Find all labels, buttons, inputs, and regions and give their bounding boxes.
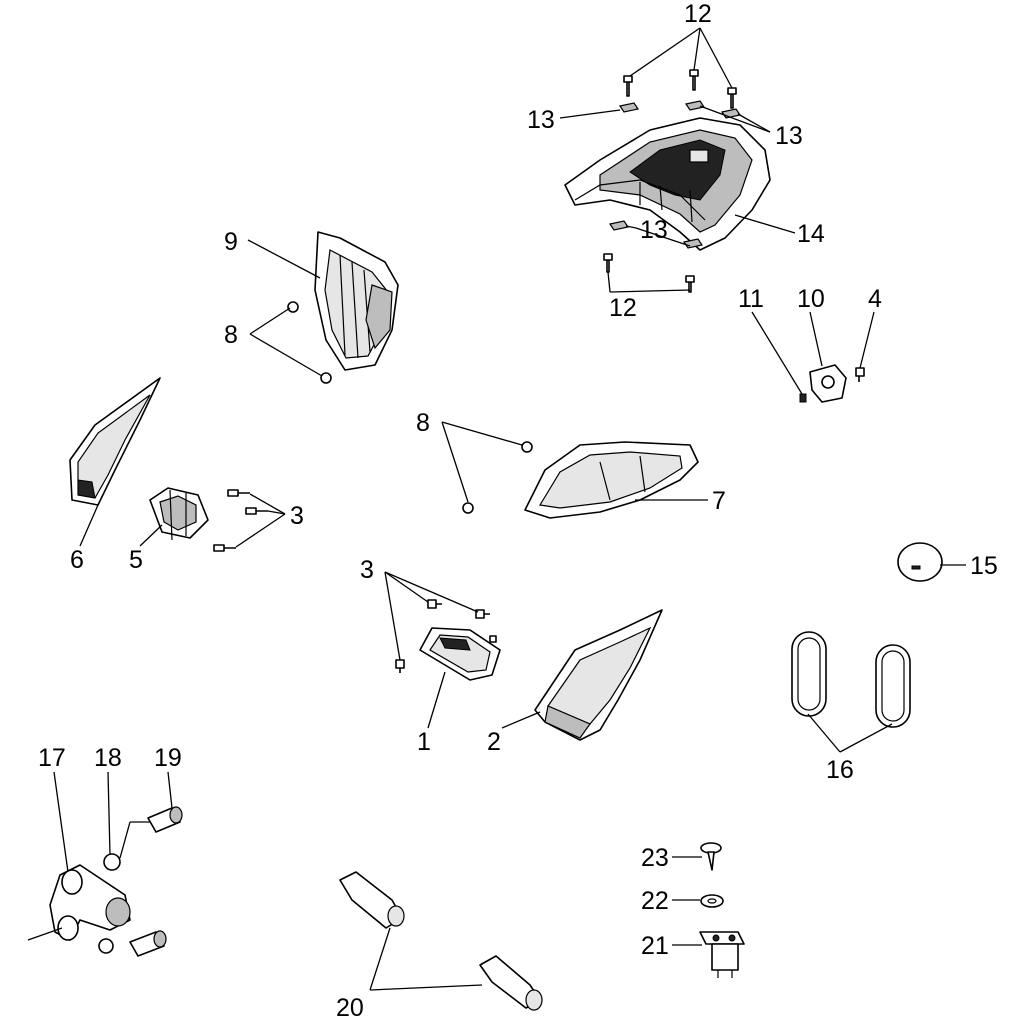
part-2-side-lens bbox=[534, 609, 663, 741]
callout-3-center: 3 bbox=[360, 556, 374, 584]
callout-8-headlight: 8 bbox=[224, 321, 238, 349]
part-23-screw bbox=[700, 842, 722, 871]
part-14-rear-frame bbox=[564, 117, 771, 251]
callout-13-lower: 13 bbox=[640, 216, 668, 244]
part-6-turn-signal-lens-left bbox=[69, 377, 161, 506]
callout-7: 7 bbox=[712, 487, 726, 515]
callout-6: 6 bbox=[70, 546, 84, 574]
part-4-screw bbox=[855, 367, 865, 382]
part-18-washer bbox=[98, 853, 121, 954]
callout-2: 2 bbox=[487, 728, 501, 756]
part-3-screws-left bbox=[213, 489, 268, 552]
part-1-small-lens bbox=[419, 627, 501, 681]
part-5-bulb-socket bbox=[149, 487, 209, 541]
callout-5: 5 bbox=[129, 546, 143, 574]
part-20-bulbs bbox=[339, 871, 543, 1011]
part-15-round-cap bbox=[897, 542, 943, 582]
callout-9: 9 bbox=[224, 228, 238, 256]
part-10-bracket bbox=[809, 364, 847, 403]
callout-13-right: 13 bbox=[775, 122, 803, 150]
callout-16: 16 bbox=[826, 756, 854, 784]
callout-17: 17 bbox=[38, 744, 66, 772]
callout-labels: 12 13 13 13 14 12 11 10 4 9 8 8 7 3 6 5 … bbox=[38, 0, 998, 1022]
callout-21: 21 bbox=[641, 932, 669, 960]
callout-8-lens: 8 bbox=[416, 409, 430, 437]
callout-12-bottom: 12 bbox=[609, 294, 637, 322]
part-16-reflectors bbox=[791, 631, 911, 728]
callout-18: 18 bbox=[94, 744, 122, 772]
part-21-connector bbox=[699, 931, 745, 978]
callout-13-left: 13 bbox=[527, 106, 555, 134]
callout-1: 1 bbox=[417, 728, 431, 756]
part-11-clip bbox=[799, 393, 807, 403]
part-17-mount bbox=[49, 864, 131, 941]
part-8-bolts-lens bbox=[462, 441, 533, 514]
part-22-washer bbox=[700, 894, 724, 908]
callout-15: 15 bbox=[970, 552, 998, 580]
part-9-headlight bbox=[314, 231, 399, 371]
part-7-lens bbox=[524, 441, 699, 519]
callout-20: 20 bbox=[336, 994, 364, 1022]
part-8-bolts-headlight bbox=[287, 301, 332, 384]
part-3-screws-center bbox=[395, 599, 497, 673]
callout-3-left: 3 bbox=[290, 502, 304, 530]
callout-10: 10 bbox=[797, 285, 825, 313]
callout-11: 11 bbox=[738, 285, 764, 313]
leader-lines bbox=[27, 27, 966, 991]
part-19-bolt bbox=[129, 806, 183, 957]
callout-12-top: 12 bbox=[684, 0, 712, 28]
part-12-screws-top bbox=[623, 69, 737, 109]
part-12-screws-bottom bbox=[603, 253, 695, 293]
callout-23: 23 bbox=[641, 844, 669, 872]
callout-4: 4 bbox=[868, 285, 882, 313]
callout-14: 14 bbox=[797, 220, 825, 248]
callout-19: 19 bbox=[154, 744, 182, 772]
callout-22: 22 bbox=[641, 887, 669, 915]
